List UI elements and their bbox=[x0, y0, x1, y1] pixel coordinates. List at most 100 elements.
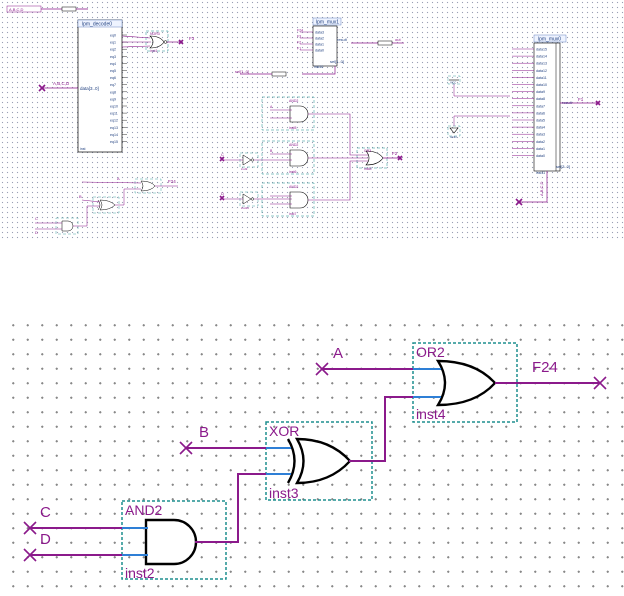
mux0-inst: inst11 bbox=[536, 171, 545, 175]
mux0-data-pin: data10 bbox=[536, 83, 547, 87]
and2-gate[interactable]: AND2 inst2 bbox=[121, 500, 227, 581]
mini-input-c: C bbox=[35, 216, 38, 221]
and2-gate-2-inst: inst6 bbox=[289, 170, 296, 174]
and2-gate-inst: inst2 bbox=[125, 565, 155, 581]
bus-input-label: A,B,C,D bbox=[9, 7, 24, 12]
mux0-output-label: F1 bbox=[578, 97, 584, 102]
or2-gate[interactable]: OR2 inst4 bbox=[412, 342, 518, 423]
mid-input-c: C bbox=[221, 152, 224, 157]
decoder-output-pin: eq10 bbox=[110, 105, 118, 109]
mux0-block[interactable]: lpm_mux0 data15data14data13data12data11d… bbox=[512, 34, 573, 175]
or3-inst: inst8 bbox=[364, 167, 371, 171]
input-b-terminal[interactable] bbox=[179, 441, 193, 455]
not-gate-2-inst: inst12 bbox=[241, 206, 249, 210]
vcc-symbol[interactable]: VCC bbox=[447, 75, 461, 85]
mux1-data-label: F24 bbox=[297, 29, 303, 33]
gnd-label: GND bbox=[450, 135, 458, 139]
mux1-data-pin: data2 bbox=[315, 37, 324, 41]
decoder-output-pin: eq12 bbox=[110, 119, 118, 123]
decoder-output-pin: eq0 bbox=[110, 34, 116, 38]
mini-input-d: D bbox=[35, 230, 38, 235]
xor-gate-inst: inst3 bbox=[269, 485, 299, 501]
mux0-data-pin: data6 bbox=[536, 111, 545, 115]
mux0-data-pin: data9 bbox=[536, 90, 545, 94]
mux1-data-pin: data1 bbox=[315, 43, 324, 47]
mux1-output-pin[interactable] bbox=[377, 40, 393, 46]
mini-input-a: A bbox=[117, 176, 120, 181]
bus-input-pin[interactable] bbox=[61, 6, 77, 12]
mini-xor-gate[interactable] bbox=[92, 196, 120, 214]
mux1-title: lpm_mux1 bbox=[316, 20, 339, 26]
and2-gate-1-inst: inst5 bbox=[289, 126, 296, 130]
input-a-label: A bbox=[333, 345, 343, 362]
mid-input-b: B bbox=[270, 149, 273, 153]
decoder-output-pin: eq3 bbox=[110, 55, 116, 59]
input-d-terminal[interactable] bbox=[23, 548, 37, 562]
mux0-data-pin: data4 bbox=[536, 126, 545, 130]
and2-gate-3-name: AND2 bbox=[289, 185, 298, 189]
mux1-output-label: out bbox=[395, 37, 401, 42]
mux1-sel-input-pin[interactable] bbox=[271, 71, 287, 77]
mux1-data-label: F1 bbox=[297, 47, 301, 51]
nor3-gate[interactable]: NOR3 inst1 bbox=[145, 30, 169, 53]
mux0-bus-label: A,B,C,D bbox=[539, 181, 544, 196]
mux1-data-label: F2 bbox=[297, 41, 301, 45]
decoder-bus-label: A,B,C,D bbox=[53, 81, 70, 86]
decoder-output-pin: eq1 bbox=[110, 41, 116, 45]
mux0-data-pin: data11 bbox=[536, 76, 547, 80]
input-c-label: C bbox=[40, 504, 51, 521]
and2-gate-1-name: AND2 bbox=[289, 99, 298, 103]
nor3-inst: inst1 bbox=[150, 49, 157, 53]
decoder-input-pin: data[3..0] bbox=[80, 86, 99, 91]
decoder-output-pin: eq6 bbox=[110, 76, 116, 80]
decoder-output-pin: eq8 bbox=[110, 90, 116, 94]
input-b-label: B bbox=[199, 424, 209, 441]
mux0-sel-pin: sel[3..0] bbox=[556, 164, 570, 169]
mux0-data-pin: data5 bbox=[536, 119, 545, 123]
input-c-terminal[interactable] bbox=[23, 521, 37, 535]
mux0-data-pin: data7 bbox=[536, 104, 545, 108]
and2-gate-3[interactable]: AND2 inst7 bbox=[261, 182, 315, 217]
output-f24-label: F24 bbox=[532, 359, 558, 376]
not-gate-2[interactable]: inst12 bbox=[239, 191, 259, 210]
vcc-label: VCC bbox=[450, 81, 457, 85]
mux1-data-label: F3 bbox=[297, 35, 301, 39]
mini-input-b: B bbox=[79, 194, 82, 199]
mux1-result-pin: result bbox=[337, 37, 348, 42]
mux0-data-pin: data1 bbox=[536, 147, 545, 151]
mux1-sel-input-label: sel[1..0] bbox=[235, 69, 249, 74]
and2-gate-2[interactable]: AND2 inst6 bbox=[261, 140, 315, 175]
and2-gate-1[interactable]: AND2 inst5 bbox=[261, 96, 315, 131]
xor-gate-name: XOR bbox=[269, 423, 299, 439]
mini-output-label: F24 bbox=[168, 179, 176, 184]
decoder-output-pin: eq4 bbox=[110, 62, 116, 66]
mux0-title: lpm_mux0 bbox=[538, 37, 561, 43]
mux0-data-pin: data13 bbox=[536, 62, 547, 66]
mux0-data-pin: data3 bbox=[536, 133, 545, 137]
and2-gate-3-inst: inst7 bbox=[289, 212, 296, 216]
or2-gate-inst: inst4 bbox=[416, 406, 446, 422]
mux0-data-pin: data8 bbox=[536, 97, 545, 101]
mux0-data-pin: data0 bbox=[536, 154, 545, 158]
output-f24-terminal[interactable] bbox=[593, 376, 607, 390]
detail-schematic: OR2 inst4 XOR inst3 AND2 inst2 A B C D F… bbox=[23, 342, 607, 581]
input-a-terminal[interactable] bbox=[315, 362, 329, 376]
decoder-block[interactable]: lpm_decode0 data[3..0] inst eq0 eq1 eq2 eq3… bbox=[77, 19, 127, 153]
mux1-inst: inst10 bbox=[314, 65, 323, 69]
xor-gate[interactable]: XOR inst3 bbox=[265, 421, 373, 501]
mux0-data-pin: data12 bbox=[536, 69, 547, 73]
decoder-title: lpm_decode0 bbox=[82, 22, 112, 28]
or3-gate[interactable]: OR3 inst8 bbox=[356, 147, 388, 171]
decoder-output-pin: eq14 bbox=[110, 133, 118, 137]
decoder-output-pin: eq7 bbox=[110, 83, 116, 87]
decoder-inst: inst bbox=[80, 147, 85, 151]
decoder-output-pin: eq2 bbox=[110, 48, 116, 52]
decoder-output-pin: eq13 bbox=[110, 126, 118, 130]
mux0-result-pin: result bbox=[562, 100, 573, 105]
not-gate-1[interactable]: inst9 bbox=[239, 152, 259, 171]
mux1-sel-pin: sel[1..0] bbox=[330, 59, 344, 64]
and2-gate-name: AND2 bbox=[125, 502, 163, 518]
gnd-symbol[interactable]: GND bbox=[447, 125, 461, 139]
mux0-data-pin: data14 bbox=[536, 55, 547, 59]
